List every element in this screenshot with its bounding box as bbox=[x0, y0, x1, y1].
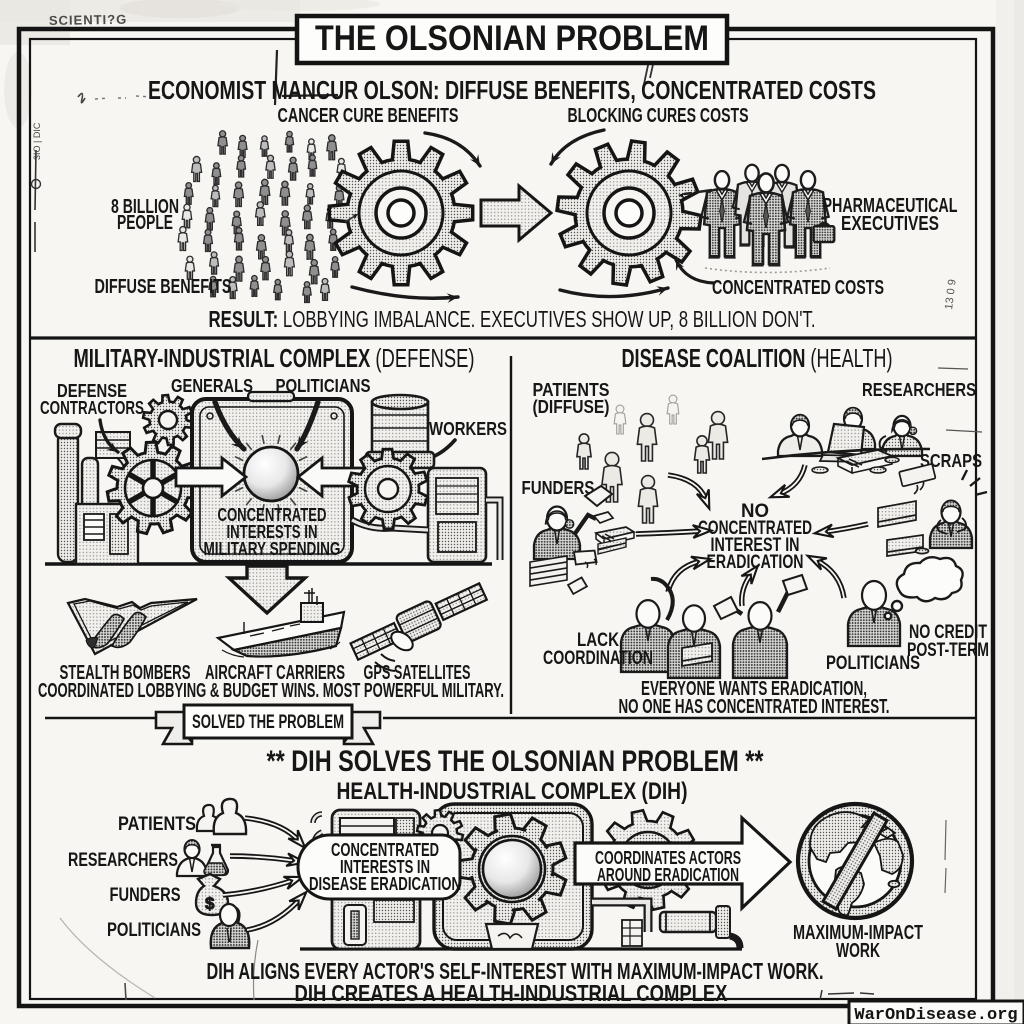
svg-text:PHARMACEUTICAL: PHARMACEUTICAL bbox=[823, 195, 958, 217]
svg-text:MILITARY SPENDING: MILITARY SPENDING bbox=[204, 539, 341, 559]
svg-text:BLOCKING CURES COSTS: BLOCKING CURES COSTS bbox=[568, 105, 749, 127]
svg-text:FUNDERS: FUNDERS bbox=[522, 478, 595, 498]
svg-text:CONTRACTORS: CONTRACTORS bbox=[40, 398, 144, 418]
svg-text:WORKERS: WORKERS bbox=[429, 419, 507, 439]
svg-text:POLITICIANS: POLITICIANS bbox=[107, 920, 201, 941]
svg-text:INTERESTS IN: INTERESTS IN bbox=[340, 857, 430, 877]
svg-text:INTEREST IN: INTEREST IN bbox=[711, 535, 800, 556]
svg-text:PATIENTS: PATIENTS bbox=[118, 814, 196, 835]
svg-text:DISEASE COALITION (HEALTH): DISEASE COALITION (HEALTH) bbox=[622, 343, 893, 373]
svg-text:NO CREDIT: NO CREDIT bbox=[909, 622, 987, 643]
svg-text:POST-TERM: POST-TERM bbox=[907, 640, 989, 661]
svg-text:ECONOMIST MANCUR OLSON: DIFFUS: ECONOMIST MANCUR OLSON: DIFFUSE BENEFITS… bbox=[148, 75, 876, 105]
svg-text:SOLVED THE PROBLEM: SOLVED THE PROBLEM bbox=[192, 712, 344, 733]
svg-text:MILITARY-INDUSTRIAL COMPLEX (D: MILITARY-INDUSTRIAL COMPLEX (DEFENSE) bbox=[74, 343, 475, 373]
svg-text:COORDINATION: COORDINATION bbox=[543, 648, 653, 669]
svg-text:$: $ bbox=[205, 894, 215, 913]
svg-text:** DIH SOLVES THE OLSONIAN PRO: ** DIH SOLVES THE OLSONIAN PROBLEM ** bbox=[267, 745, 764, 778]
svg-text:COORDINATED LOBBYING & BUDGET: COORDINATED LOBBYING & BUDGET WINS. MOST… bbox=[38, 680, 504, 702]
svg-text:RESEARCHERS: RESEARCHERS bbox=[68, 850, 178, 871]
svg-text:DIH CREATES A HEALTH-INDUSTRIA: DIH CREATES A HEALTH-INDUSTRIAL COMPLEX bbox=[295, 980, 729, 1006]
svg-text:WORK: WORK bbox=[836, 940, 880, 962]
svg-text:ERADICATION: ERADICATION bbox=[707, 552, 804, 573]
svg-text:8 BILLION: 8 BILLION bbox=[111, 196, 179, 218]
svg-text:(DIFFUSE): (DIFFUSE) bbox=[533, 397, 610, 417]
svg-text:13 0 9: 13 0 9 bbox=[943, 279, 959, 311]
svg-text:AIRCRAFT CARRIERS: AIRCRAFT CARRIERS bbox=[205, 662, 345, 684]
svg-text:RESEARCHERS: RESEARCHERS bbox=[862, 380, 976, 400]
svg-text:AROUND ERADICATION: AROUND ERADICATION bbox=[597, 865, 739, 885]
svg-text:GENERALS: GENERALS bbox=[171, 376, 253, 396]
svg-text:3IO | DIC: 3IO | DIC bbox=[32, 122, 42, 160]
svg-text:SCIENTI?G: SCIENTI?G bbox=[49, 12, 128, 28]
svg-text:RESULT: LOBBYING IMBALANCE. EX: RESULT: LOBBYING IMBALANCE. EXECUTIVES S… bbox=[209, 306, 816, 332]
svg-text:SCRAPS: SCRAPS bbox=[920, 451, 982, 471]
svg-text:PEOPLE: PEOPLE bbox=[117, 212, 173, 234]
svg-text:DISEASE ERADICATION: DISEASE ERADICATION bbox=[309, 874, 461, 894]
svg-text:FUNDERS: FUNDERS bbox=[110, 885, 181, 906]
svg-text:GPS SATELLITES: GPS SATELLITES bbox=[364, 662, 471, 684]
svg-text:DIFFUSE BENEFITS: DIFFUSE BENEFITS bbox=[95, 276, 232, 298]
svg-text:NO ONE HAS CONCENTRATED INTERE: NO ONE HAS CONCENTRATED INTEREST. bbox=[619, 696, 890, 718]
svg-text:MAXIMUM-IMPACT: MAXIMUM-IMPACT bbox=[793, 922, 923, 944]
svg-text:CONCENTRATED: CONCENTRATED bbox=[331, 840, 439, 860]
svg-text:NO: NO bbox=[741, 501, 769, 522]
svg-text:HEALTH-INDUSTRIAL COMPLEX (DIH: HEALTH-INDUSTRIAL COMPLEX (DIH) bbox=[337, 778, 688, 805]
svg-text:THE OLSONIAN PROBLEM: THE OLSONIAN PROBLEM bbox=[315, 19, 709, 58]
svg-text:CANCER CURE BENEFITS: CANCER CURE BENEFITS bbox=[278, 105, 459, 127]
svg-text:CONCENTRATED: CONCENTRATED bbox=[698, 518, 812, 539]
svg-text:EVERYONE WANTS ERADICATION,: EVERYONE WANTS ERADICATION, bbox=[641, 678, 867, 700]
svg-text:POLITICIANS: POLITICIANS bbox=[276, 376, 371, 396]
svg-text:DEFENSE: DEFENSE bbox=[57, 381, 127, 401]
svg-text:STEALTH BOMBERS: STEALTH BOMBERS bbox=[60, 662, 191, 684]
svg-text:LACK: LACK bbox=[577, 630, 619, 651]
svg-text:WarOnDisease.org: WarOnDisease.org bbox=[854, 1006, 1017, 1024]
svg-text:EXECUTIVES: EXECUTIVES bbox=[841, 213, 939, 235]
svg-text:INTERESTS IN: INTERESTS IN bbox=[227, 522, 318, 542]
svg-text:POLITICIANS: POLITICIANS bbox=[826, 653, 920, 674]
svg-text:CONCENTRATED: CONCENTRATED bbox=[218, 505, 327, 525]
svg-text:CONCENTRATED COSTS: CONCENTRATED COSTS bbox=[712, 277, 884, 299]
svg-text:DIH ALIGNS EVERY ACTOR'S SELF-: DIH ALIGNS EVERY ACTOR'S SELF-INTEREST W… bbox=[207, 958, 824, 984]
svg-text:COORDINATES ACTORS: COORDINATES ACTORS bbox=[595, 848, 741, 868]
svg-text:PATIENTS: PATIENTS bbox=[533, 380, 610, 400]
